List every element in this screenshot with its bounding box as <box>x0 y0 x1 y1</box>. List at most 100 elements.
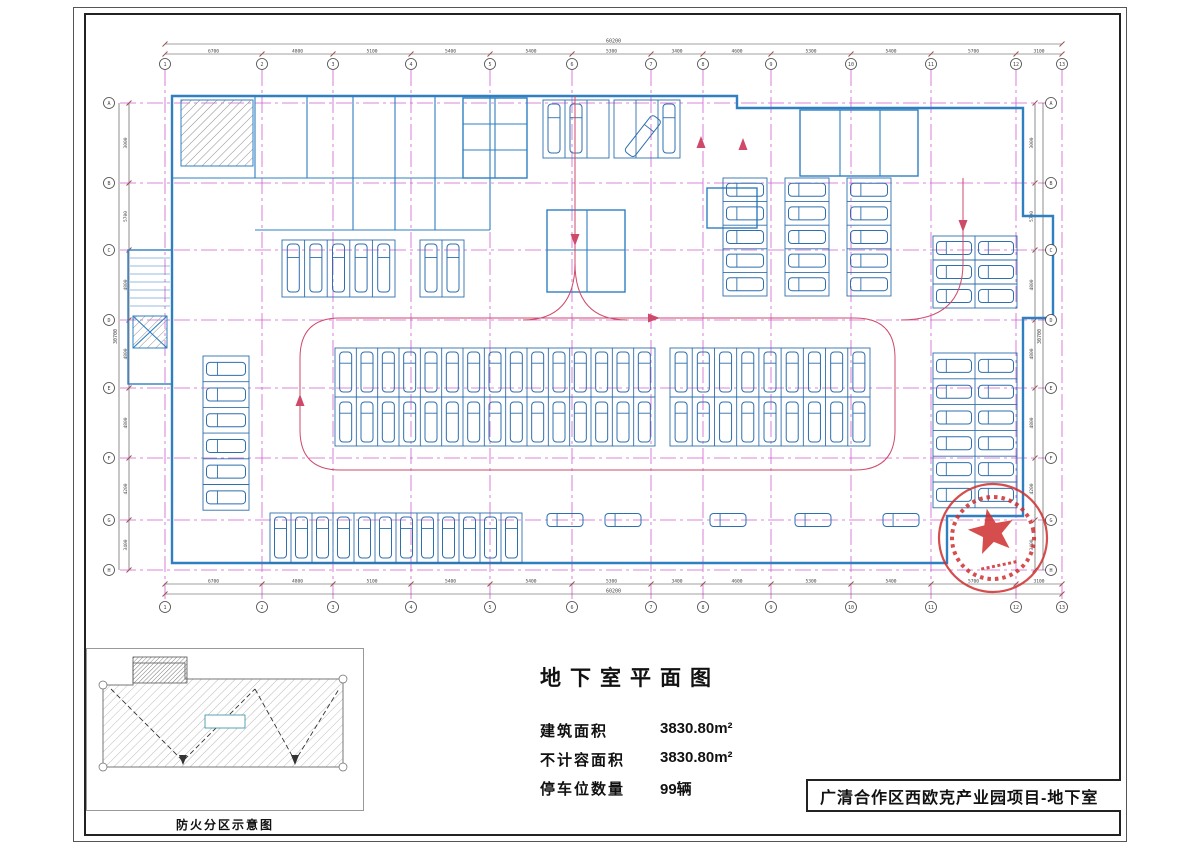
car-symbol <box>936 436 972 451</box>
drive-lanes <box>295 96 968 471</box>
stamp-star <box>967 508 1013 555</box>
project-title: 广清合作区西欧克产业园项目-地下室 <box>806 779 1121 812</box>
inset-axis-bubble <box>98 762 108 772</box>
svg-text:H: H <box>1049 568 1052 574</box>
car-symbol <box>726 230 764 244</box>
svg-text:12: 12 <box>1013 605 1019 611</box>
car-symbol <box>637 401 651 443</box>
car-symbol <box>595 351 609 393</box>
car-symbol <box>531 401 545 443</box>
car-symbol <box>882 513 920 527</box>
car-symbol <box>936 265 972 279</box>
car-symbol <box>446 243 460 293</box>
car-symbol <box>978 410 1014 425</box>
stat-value: 99辆 <box>660 781 692 798</box>
car-symbol <box>400 516 413 559</box>
svg-text:B: B <box>107 181 110 187</box>
car-symbol <box>616 351 630 393</box>
svg-text:3000: 3000 <box>1029 137 1035 148</box>
svg-text:5400: 5400 <box>885 48 896 54</box>
car-symbol <box>709 513 747 527</box>
car-symbol <box>978 384 1014 399</box>
car-symbol <box>381 351 395 393</box>
car-symbol <box>785 401 799 443</box>
svg-text:7: 7 <box>649 62 652 68</box>
car-symbol <box>788 253 826 268</box>
stat-value: 3830.80m² <box>660 720 733 737</box>
svg-text:60200: 60200 <box>606 588 621 594</box>
svg-text:4: 4 <box>409 62 412 68</box>
svg-text:5300: 5300 <box>805 578 816 584</box>
svg-text:5300: 5300 <box>606 48 617 54</box>
fire-zone-inset <box>86 648 364 811</box>
car-symbol <box>316 516 329 559</box>
car-symbol <box>936 358 972 373</box>
stat-label: 停车位数量 <box>540 781 626 798</box>
car-symbol <box>794 513 832 527</box>
car-symbol <box>509 351 523 393</box>
car-symbol <box>424 351 438 393</box>
plan-title: 地下室平面图 <box>540 667 720 690</box>
car-symbol <box>936 462 972 477</box>
car-symbol <box>624 115 661 158</box>
car-symbol <box>467 351 481 393</box>
svg-text:5700: 5700 <box>968 48 979 54</box>
svg-text:5400: 5400 <box>885 578 896 584</box>
car-symbol <box>788 277 826 292</box>
lane-arrow <box>696 136 706 148</box>
car-symbol <box>206 387 246 402</box>
car-symbol <box>850 253 888 268</box>
svg-text:30700: 30700 <box>1037 329 1043 344</box>
car-symbol <box>785 351 799 393</box>
car-symbol <box>830 351 844 393</box>
car-symbol <box>339 401 353 443</box>
car-symbol <box>830 401 844 443</box>
car-symbol <box>569 103 583 154</box>
svg-text:5400: 5400 <box>445 578 456 584</box>
lane-arrow <box>648 313 660 323</box>
car-symbol <box>424 401 438 443</box>
lane-centerline <box>299 317 896 471</box>
car-symbol <box>763 351 777 393</box>
svg-text:4800: 4800 <box>1029 417 1035 428</box>
car-symbol <box>573 351 587 393</box>
stat-row-parking-count: 停车位数量 99辆 <box>540 778 733 799</box>
car-symbol <box>573 401 587 443</box>
svg-text:3400: 3400 <box>123 539 129 550</box>
car-symbol <box>788 206 826 221</box>
car-symbol <box>206 464 246 479</box>
lane-arrow <box>295 394 305 406</box>
car-symbol <box>978 358 1014 373</box>
svg-text:13: 13 <box>1059 605 1065 611</box>
area-stats: 建筑面积 3830.80m² 不计容面积 3830.80m² 停车位数量 99辆 <box>540 720 733 799</box>
car-symbol <box>662 103 676 154</box>
svg-text:3: 3 <box>331 62 334 68</box>
svg-text:5700: 5700 <box>123 211 129 222</box>
car-symbol <box>850 277 888 292</box>
svg-text:6: 6 <box>570 62 573 68</box>
lane-arrow <box>958 220 968 232</box>
car-symbol <box>852 401 866 443</box>
svg-text:4800: 4800 <box>1029 348 1035 359</box>
car-symbol <box>206 438 246 453</box>
car-symbol <box>546 513 584 527</box>
svg-text:12: 12 <box>1013 62 1019 68</box>
svg-text:4800: 4800 <box>123 348 129 359</box>
car-symbol <box>726 253 764 268</box>
svg-text:4: 4 <box>409 605 412 611</box>
svg-text:4800: 4800 <box>292 578 303 584</box>
svg-text:C: C <box>1049 248 1052 254</box>
lane-arrow <box>570 234 580 246</box>
svg-text:6: 6 <box>570 605 573 611</box>
car-symbol <box>377 243 391 293</box>
car-symbol <box>467 401 481 443</box>
svg-text:H: H <box>107 568 110 574</box>
car-symbol <box>936 289 972 303</box>
car-symbol <box>360 401 374 443</box>
car-symbol <box>552 401 566 443</box>
lane-centerline <box>574 262 628 321</box>
svg-text:3100: 3100 <box>1033 48 1044 54</box>
stat-row-uncounted-area: 不计容面积 3830.80m² <box>540 749 733 770</box>
